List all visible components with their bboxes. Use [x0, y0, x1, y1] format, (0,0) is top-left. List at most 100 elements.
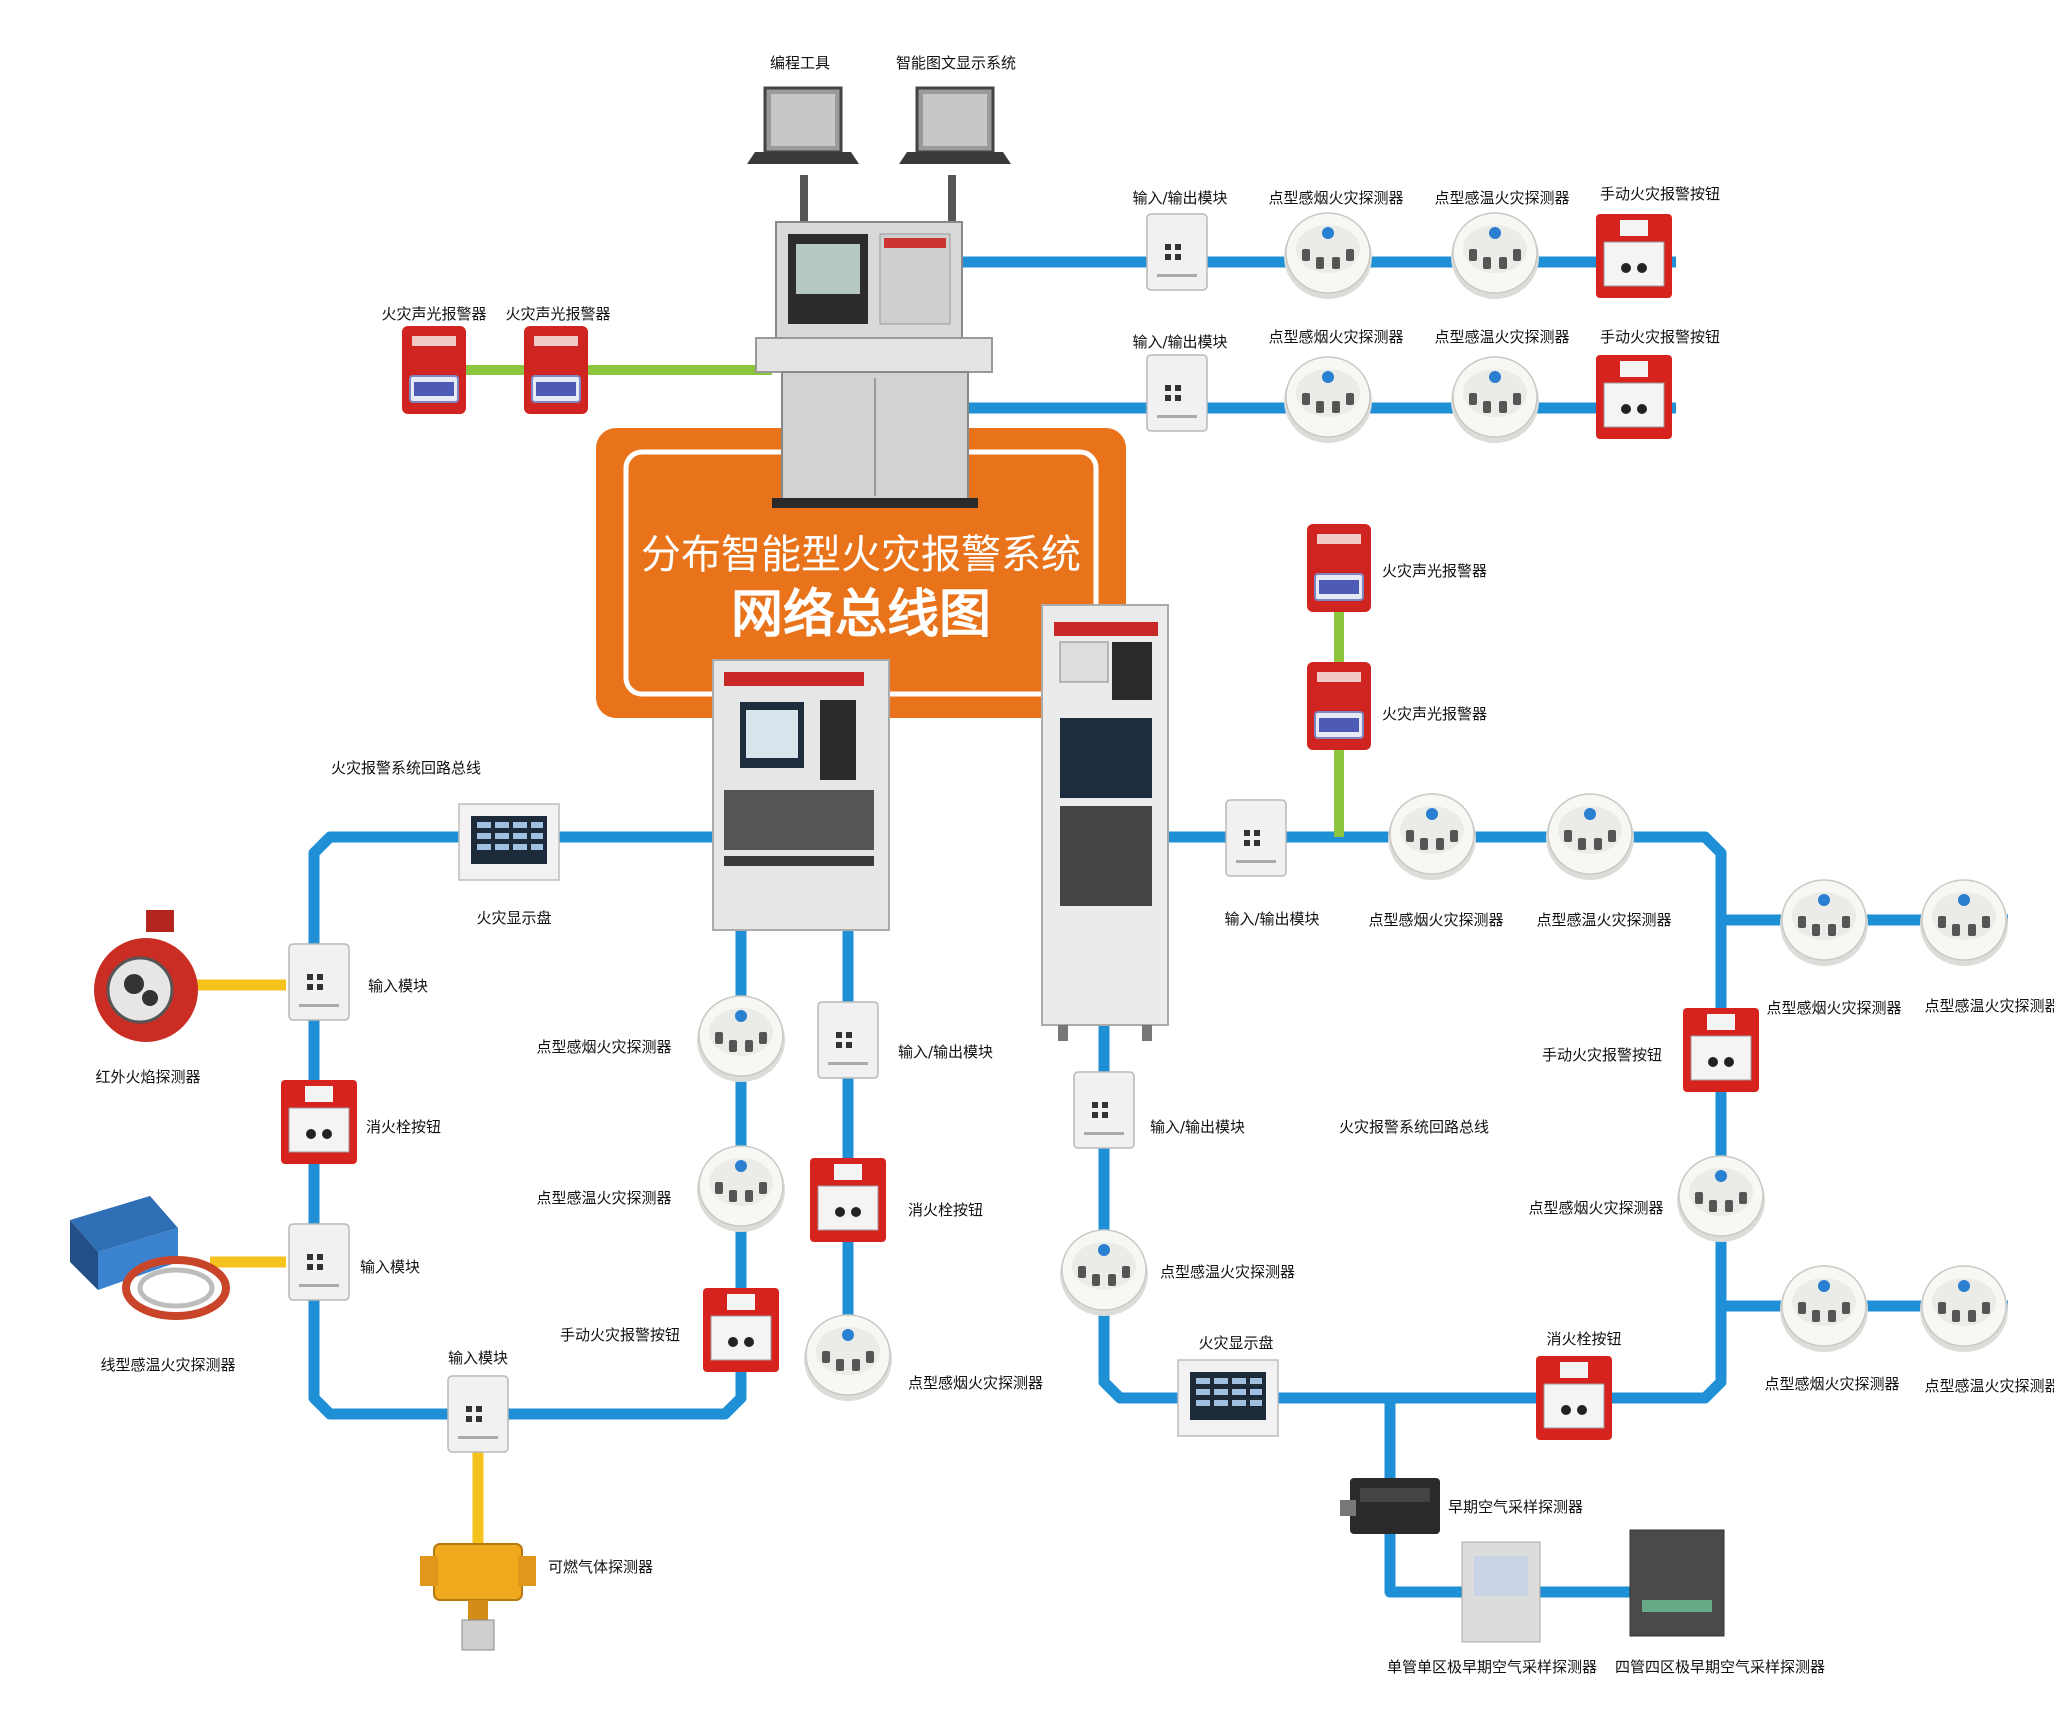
right-heat-low — [1059, 1229, 1149, 1317]
col-b-smoke-detector — [803, 1314, 893, 1402]
label-single-pipe: 单管单区极早期空气采样探测器 — [1387, 1658, 1597, 1676]
labels: 编程工具 智能图文显示系统 输入/输出模块 点型感烟火灾探测器 点型感温火灾探测… — [95, 54, 2054, 1676]
laptop-programming-icon — [745, 86, 861, 166]
label-right-smoke-top: 点型感烟火灾探测器 — [1368, 911, 1503, 929]
label-col-b-hydrant: 消火栓按钮 — [908, 1201, 983, 1219]
label-col-b-io: 输入/输出模块 — [898, 1043, 993, 1061]
top2-heat-detector — [1450, 356, 1540, 444]
right-smoke-mid — [1676, 1155, 1766, 1243]
bus-asd-branch — [1384, 1398, 1685, 1598]
left-control-panel — [712, 659, 890, 931]
right-sounder-2 — [1306, 661, 1372, 751]
col-a-smoke-detector — [696, 995, 786, 1083]
top1-io-module — [1146, 213, 1208, 291]
left-input-module-2 — [288, 1223, 350, 1301]
label-top2-smoke: 点型感烟火灾探测器 — [1268, 328, 1403, 346]
label-col-b-smoke: 点型感烟火灾探测器 — [908, 1374, 1043, 1392]
label-early-air: 早期空气采样探测器 — [1448, 1498, 1583, 1516]
linear-heat-detector — [70, 1196, 230, 1320]
label-far-heat-1: 点型感温火灾探测器 — [1924, 997, 2054, 1015]
left-sounder-2 — [523, 325, 589, 415]
label-top1-manual: 手动火灾报警按钮 — [1600, 185, 1720, 203]
label-col-a-manual: 手动火灾报警按钮 — [560, 1326, 680, 1344]
label-hydrant-left: 消火栓按钮 — [366, 1118, 441, 1136]
label-input-module-2: 输入模块 — [360, 1258, 420, 1276]
far-smoke-1 — [1779, 879, 1869, 967]
label-four-pipe: 四管四区极早期空气采样探测器 — [1615, 1658, 1825, 1676]
right-hydrant-button — [1535, 1355, 1613, 1441]
left-input-module-3 — [447, 1375, 509, 1453]
bus-left-loop — [308, 831, 747, 1420]
label-loop-bus-left: 火灾报警系统回路总线 — [331, 759, 481, 777]
label-top1-io: 输入/输出模块 — [1132, 189, 1227, 207]
ir-flame-detector — [94, 910, 198, 1042]
label-right-smoke-mid: 点型感烟火灾探测器 — [1528, 1199, 1663, 1217]
label-linear-heat: 线型感温火灾探测器 — [100, 1356, 235, 1374]
label-gas-detector: 可燃气体探测器 — [548, 1558, 653, 1576]
label-right-sounder-2: 火灾声光报警器 — [1382, 705, 1487, 723]
label-right-io-low: 输入/输出模块 — [1150, 1118, 1245, 1136]
label-top1-smoke: 点型感烟火灾探测器 — [1268, 189, 1403, 207]
label-fire-display-left: 火灾显示盘 — [476, 909, 551, 927]
label-col-a-smoke: 点型感烟火灾探测器 — [536, 1038, 671, 1056]
col-a-manual-button — [702, 1287, 780, 1373]
label-top2-heat: 点型感温火灾探测器 — [1434, 328, 1569, 346]
right-cabinet — [1041, 604, 1169, 1041]
label-left-sounder-2: 火灾声光报警器 — [505, 305, 610, 323]
right-io-module-low — [1073, 1071, 1135, 1149]
col-a-heat-detector — [696, 1145, 786, 1233]
title-line-2: 网络总线图 — [731, 585, 991, 645]
label-left-sounder-1: 火灾声光报警器 — [381, 305, 486, 323]
label-right-sounder-1: 火灾声光报警器 — [1382, 562, 1487, 580]
label-smart-display: 智能图文显示系统 — [896, 54, 1016, 72]
col-b-io-module — [817, 1001, 879, 1079]
label-top1-heat: 点型感温火灾探测器 — [1434, 189, 1569, 207]
label-ir-flame: 红外火焰探测器 — [95, 1068, 200, 1086]
far-smoke-2 — [1779, 1265, 1869, 1353]
label-programming-tool: 编程工具 — [770, 54, 830, 72]
right-io-module-top — [1225, 799, 1287, 877]
label-loop-bus-right: 火灾报警系统回路总线 — [1339, 1118, 1489, 1136]
label-far-heat-2: 点型感温火灾探测器 — [1924, 1377, 2054, 1395]
single-pipe-asd — [1461, 1541, 1541, 1643]
top1-smoke-detector — [1283, 212, 1373, 300]
label-input-module-1: 输入模块 — [368, 977, 428, 995]
bus-right-loop — [1098, 831, 1727, 1404]
laptop-display-icon — [897, 86, 1013, 166]
top1-heat-detector — [1450, 212, 1540, 300]
label-col-a-heat: 点型感温火灾探测器 — [536, 1189, 671, 1207]
label-top2-io: 输入/输出模块 — [1132, 333, 1227, 351]
right-fire-display-panel — [1177, 1359, 1279, 1437]
four-pipe-asd — [1629, 1529, 1725, 1637]
label-fire-display-right: 火灾显示盘 — [1198, 1334, 1273, 1352]
col-b-hydrant-button — [809, 1157, 887, 1243]
right-heat-top — [1545, 793, 1635, 881]
label-far-smoke-2: 点型感烟火灾探测器 — [1764, 1375, 1899, 1393]
left-hydrant-button — [280, 1079, 358, 1165]
combustible-gas-detector — [420, 1543, 536, 1651]
label-right-heat-low: 点型感温火灾探测器 — [1160, 1263, 1295, 1281]
label-input-module-3: 输入模块 — [448, 1349, 508, 1367]
far-heat-2 — [1919, 1265, 2009, 1353]
top2-manual-button — [1595, 354, 1673, 440]
label-hydrant-right: 消火栓按钮 — [1546, 1330, 1621, 1348]
label-right-manual: 手动火灾报警按钮 — [1542, 1046, 1662, 1064]
left-fire-display-panel — [458, 803, 560, 881]
far-heat-1 — [1919, 879, 2009, 967]
right-manual-button — [1682, 1007, 1760, 1093]
top2-io-module — [1146, 354, 1208, 432]
label-right-heat-top: 点型感温火灾探测器 — [1536, 911, 1671, 929]
top2-smoke-detector — [1283, 356, 1373, 444]
early-air-sampling-detector — [1340, 1478, 1440, 1534]
left-sounder-1 — [401, 325, 467, 415]
left-input-module-1 — [288, 943, 350, 1021]
label-top2-manual: 手动火灾报警按钮 — [1600, 328, 1720, 346]
master-console — [745, 86, 1013, 508]
label-right-io-top: 输入/输出模块 — [1224, 910, 1319, 928]
right-sounder-1 — [1306, 523, 1372, 613]
label-far-smoke-1: 点型感烟火灾探测器 — [1766, 999, 1901, 1017]
top1-manual-button — [1595, 213, 1673, 299]
title-line-1: 分布智能型火灾报警系统 — [641, 532, 1081, 578]
right-smoke-top — [1387, 793, 1477, 881]
